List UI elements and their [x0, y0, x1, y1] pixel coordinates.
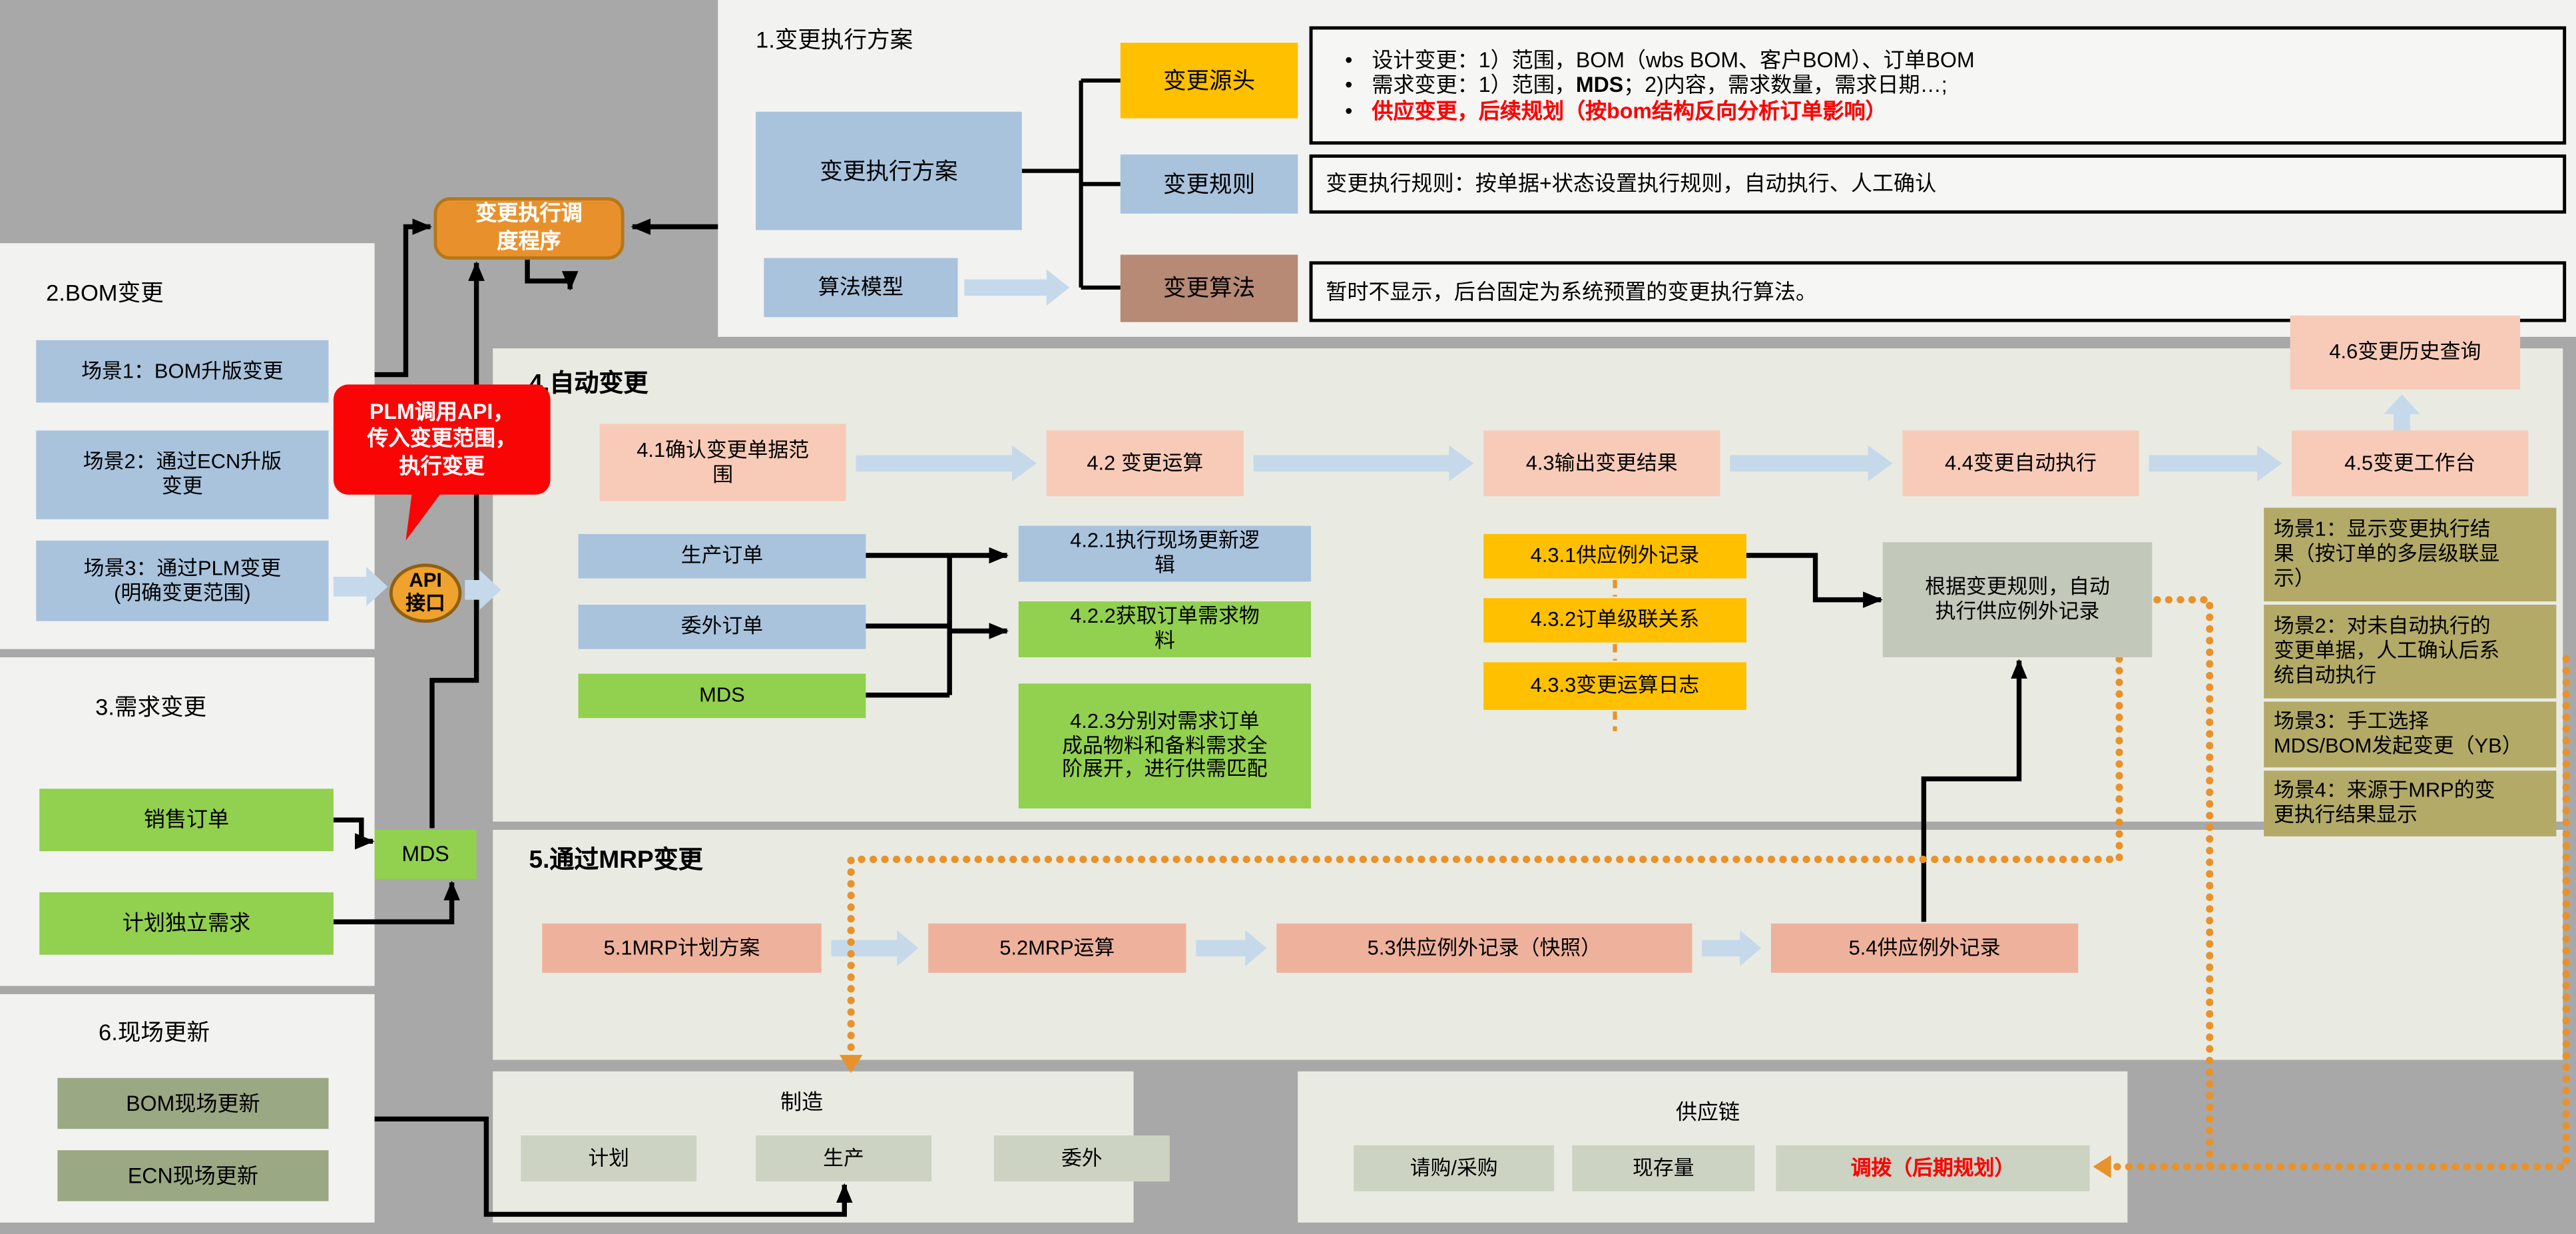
production-order-box: 生产订单 [578, 533, 866, 579]
workbench-scene2-box: 场景2：对未自动执行的 变更单据，人工确认后系 统自动执行 [2264, 605, 2557, 699]
step-4-2-1-box: 4.2.1执行现场更新逻 辑 [1018, 525, 1312, 582]
workbench-scene4-box: 场景4：来源于MRP的变 更执行结果显示 [2264, 771, 2557, 836]
mfg-production-box: 生产 [756, 1135, 932, 1182]
demand-panel-title: 3.需求变更 [95, 693, 207, 720]
workbench-scene3-box: 场景3：手工选择 MDS/BOM发起变更（YB） [2264, 701, 2557, 768]
site-update-panel-title: 6.现场更新 [99, 1018, 210, 1046]
step-4-4-box: 4.4变更自动执行 [1902, 430, 2139, 497]
plan-box: 变更执行方案 [756, 111, 1022, 230]
change-rule-box: 变更规则 [1120, 154, 1298, 214]
bullet-demand-change-text: 需求变更：1）范围，MDS；2)内容，需求数量，需求日期…; [1372, 73, 1947, 98]
step-5-3-box: 5.3供应例外记录（快照） [1276, 923, 1692, 973]
api-interface-circle: API 接口 [389, 563, 462, 623]
sales-order-box: 销售订单 [39, 788, 334, 852]
independent-demand-box: 计划独立需求 [39, 892, 334, 955]
step-4-6-box: 4.6变更历史查询 [2290, 315, 2521, 390]
step-5-1-box: 5.1MRP计划方案 [542, 923, 822, 973]
bom-scene3-box: 场景3：通过PLM变更 (明确变更范围) [36, 540, 329, 621]
mds-box: MDS [374, 830, 477, 880]
step-5-2-box: 5.2MRP运算 [928, 923, 1186, 973]
rule-exec-box: 根据变更规则，自动 执行供应例外记录 [1882, 542, 2153, 657]
bom-site-update-box: BOM现场更新 [57, 1078, 329, 1129]
bullet-supply-change: • 供应变更，后续规划（按bom结构反向分析订单影响） [1326, 99, 1887, 124]
change-algorithm-box: 变更算法 [1120, 254, 1298, 322]
algo-model-box: 算法模型 [764, 258, 958, 318]
change-algorithm-desc: 暂时不显示，后台固定为系统预置的变更执行算法。 [1309, 261, 2567, 322]
workbench-scene1-box: 场景1：显示变更执行结 果（按订单的多层级联显 示） [2264, 507, 2557, 602]
step-4-2-3-box: 4.2.3分别对需求订单 成品物料和备料需求全 阶展开，进行供需匹配 [1018, 683, 1312, 808]
step-4-2-box: 4.2 变更运算 [1046, 430, 1244, 497]
scm-transfer-box: 调拨（后期规划） [1776, 1145, 2090, 1191]
mfg-subcontract-box: 委外 [993, 1135, 1170, 1182]
subcontract-order-box: 委外订单 [578, 605, 866, 649]
step-5-4-box: 5.4供应例外记录 [1770, 923, 2079, 973]
plm-bubble-tail [405, 489, 444, 541]
step-4-1-box: 4.1确认变更单据范 围 [599, 424, 846, 501]
change-source-desc: • 设计变更：1）范围，BOM（wbs BOM、客户BOM）、订单BOM • 需… [1309, 26, 2567, 145]
supply-chain-title: 供应链 [1675, 1099, 1740, 1124]
bom-panel-title: 2.BOM变更 [46, 279, 164, 306]
ecn-site-update-box: ECN现场更新 [57, 1150, 329, 1201]
step-4-5-box: 4.5变更工作台 [2292, 430, 2529, 497]
bullet-design-change-text: 设计变更：1）范围，BOM（wbs BOM、客户BOM）、订单BOM [1372, 47, 1975, 72]
scm-purchase-box: 请购/采购 [1354, 1145, 1555, 1191]
panel-auto-change [493, 348, 2563, 822]
plm-callout-bubble: PLM调用API， 传入变更范围， 执行变更 [333, 384, 551, 495]
bullet-supply-change-text: 供应变更，后续规划（按bom结构反向分析订单影响） [1372, 98, 1887, 123]
manufacturing-title: 制造 [780, 1089, 824, 1114]
change-source-box: 变更源头 [1120, 43, 1298, 119]
step-4-3-3-box: 4.3.3变更运算日志 [1483, 662, 1746, 710]
scheduler-box: 变更执行调 度程序 [433, 197, 625, 260]
bullet-icon: • [1345, 73, 1353, 98]
bullet-icon: • [1345, 47, 1353, 72]
bom-scene1-box: 场景1：BOM升版变更 [36, 340, 329, 403]
bullet-demand-change: • 需求变更：1）范围，MDS；2)内容，需求数量，需求日期…; [1326, 73, 1947, 98]
plan-panel-title: 1.变更执行方案 [756, 26, 913, 53]
bullet-design-change: • 设计变更：1）范围，BOM（wbs BOM、客户BOM）、订单BOM [1326, 47, 1975, 73]
mrp-change-title: 5.通过MRP变更 [529, 846, 703, 874]
scm-inventory-box: 现存量 [1572, 1145, 1755, 1191]
bullet-icon: • [1345, 98, 1353, 123]
mfg-plan-box: 计划 [521, 1135, 697, 1182]
change-rule-desc: 变更执行规则：按单据+状态设置执行规则，自动执行、人工确认 [1309, 154, 2567, 214]
bom-scene2-box: 场景2：通过ECN升版 变更 [36, 430, 329, 519]
mds-input-box: MDS [578, 673, 866, 719]
step-4-3-box: 4.3输出变更结果 [1483, 430, 1720, 497]
step-4-3-1-box: 4.3.1供应例外记录 [1483, 533, 1746, 579]
step-4-3-2-box: 4.3.2订单级联关系 [1483, 598, 1746, 643]
step-4-2-2-box: 4.2.2获取订单需求物 料 [1018, 601, 1312, 657]
